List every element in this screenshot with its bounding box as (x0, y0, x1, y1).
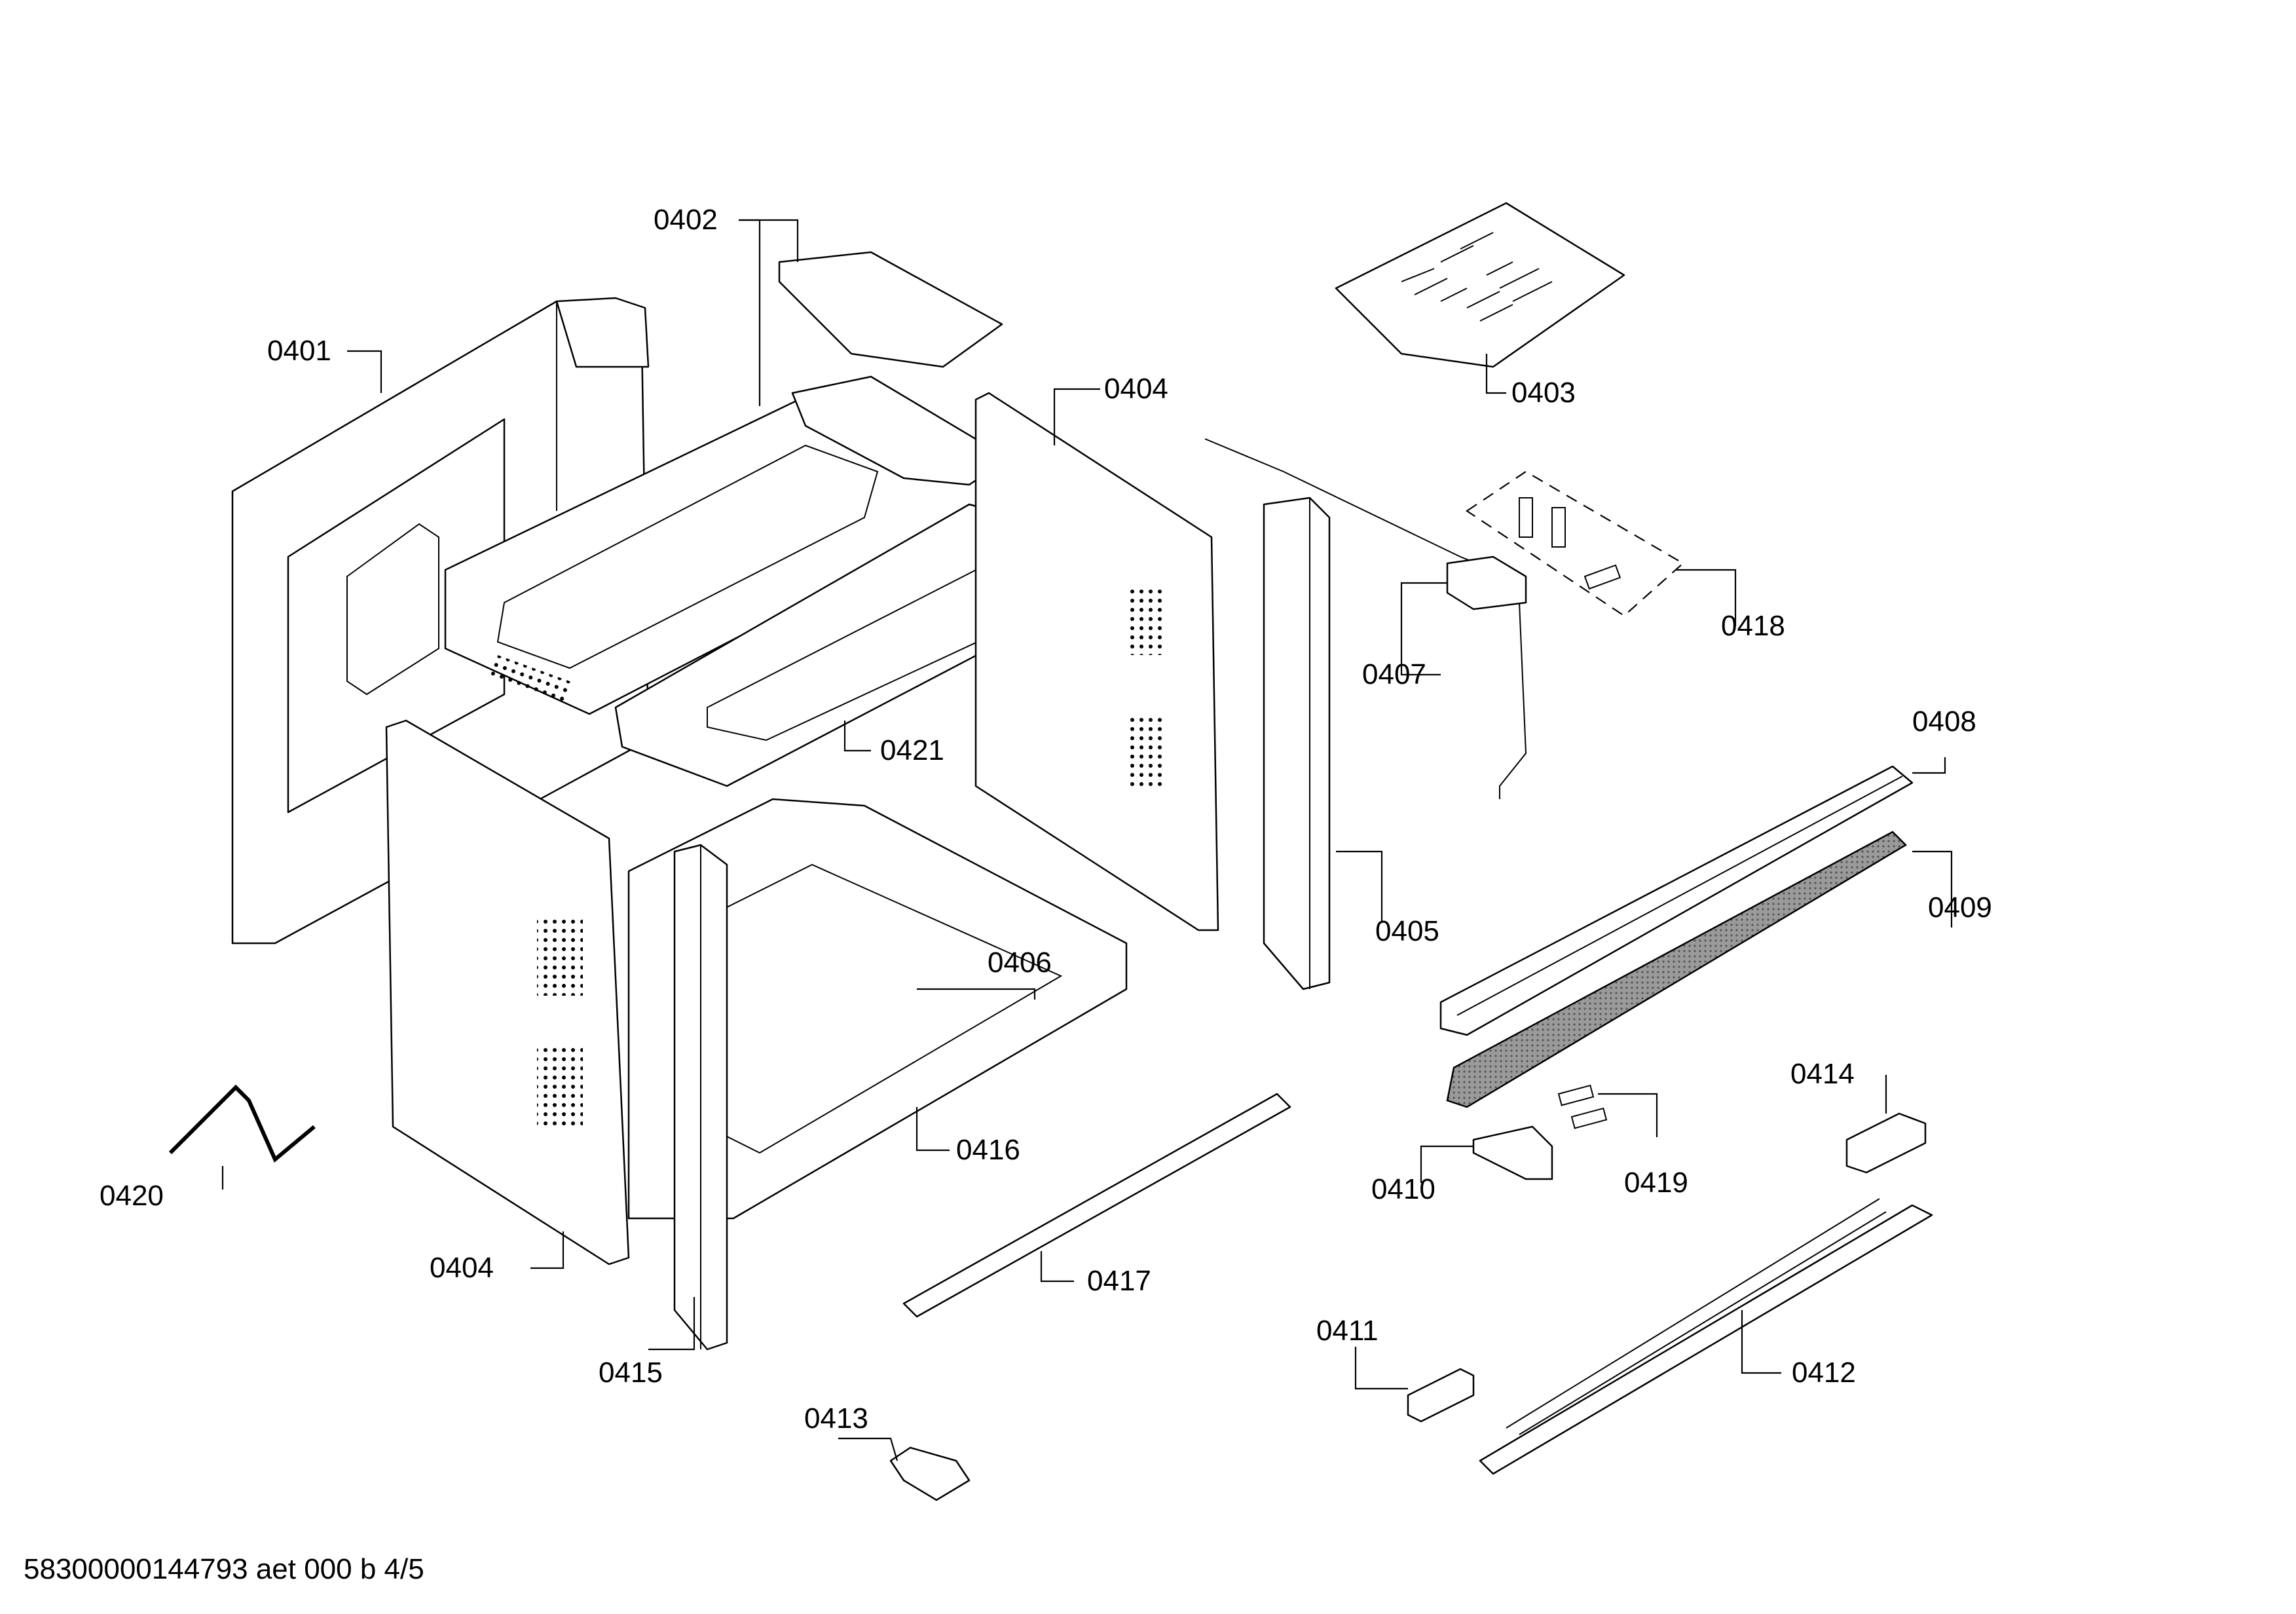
label-0406: 0406 (988, 947, 1052, 979)
label-0404-lower: 0404 (430, 1252, 494, 1284)
part-0419-screws (1557, 1084, 1608, 1129)
part-0405-vertical-profile (1263, 497, 1331, 990)
part-0412-lower-rail (1479, 1198, 1933, 1475)
label-0419: 0419 (1624, 1167, 1688, 1199)
label-0410: 0410 (1371, 1173, 1435, 1205)
label-0417: 0417 (1087, 1265, 1151, 1297)
part-0415-frame-upright (673, 844, 728, 1351)
label-0404-upper: 0404 (1104, 373, 1168, 405)
label-0408: 0408 (1912, 705, 1976, 738)
label-0415: 0415 (599, 1357, 663, 1389)
label-0411: 0411 (1316, 1315, 1379, 1347)
label-0409: 0409 (1928, 891, 1992, 924)
label-0418: 0418 (1721, 610, 1785, 642)
part-0401-rear-panel (231, 297, 650, 945)
part-0414-clip (1845, 1112, 1927, 1174)
label-0401: 0401 (267, 335, 331, 367)
part-0404-lower-left-panel (385, 719, 630, 1266)
label-0405: 0405 (1375, 915, 1439, 947)
label-0414: 0414 (1790, 1058, 1855, 1090)
part-0410-bracket (1472, 1125, 1553, 1180)
part-0404-upper-right-panel (974, 392, 1219, 931)
label-0420: 0420 (100, 1180, 164, 1212)
part-0402-top-plate (778, 251, 1003, 368)
label-0402: 0402 (654, 204, 718, 236)
document-footer-code: 58300000144793 aet 000 b 4/5 (24, 1553, 424, 1585)
label-0421: 0421 (880, 734, 944, 766)
label-0413: 0413 (804, 1402, 868, 1435)
part-0413-connector (889, 1446, 971, 1501)
part-0407-sensor (1204, 438, 1527, 799)
part-0418-screw-set (1466, 470, 1684, 617)
part-0411-small-part (1407, 1368, 1475, 1423)
part-0420-wire-clip (168, 1084, 316, 1163)
part-0417-bottom-rail (902, 1093, 1291, 1318)
label-0412: 0412 (1792, 1357, 1856, 1389)
label-0403: 0403 (1511, 377, 1576, 409)
leader-lines (221, 219, 1953, 1461)
part-0409-mesh-strip (1446, 831, 1908, 1108)
part-0408-long-rail (1439, 765, 1914, 1036)
part-0403-screw-bag (1335, 202, 1625, 368)
label-0407: 0407 (1362, 658, 1426, 690)
label-0416: 0416 (956, 1134, 1020, 1166)
